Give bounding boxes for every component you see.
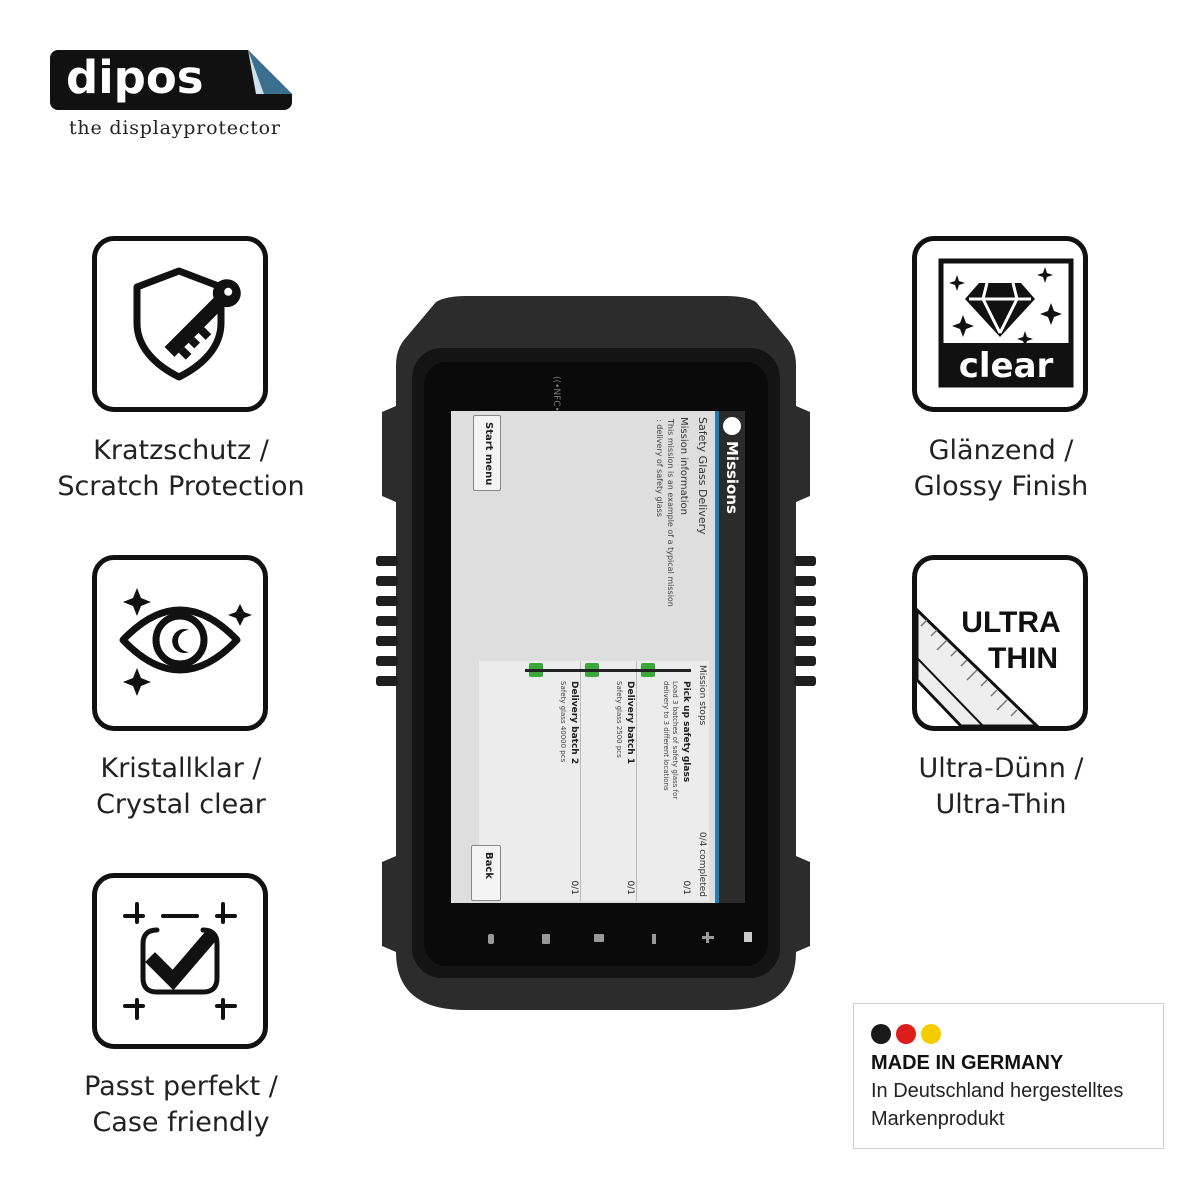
stop-title: Pick up safety glass bbox=[681, 681, 691, 783]
diamond-clear-icon: clear bbox=[938, 258, 1074, 388]
stop-count: 0/1 bbox=[681, 880, 691, 895]
stop-title: Delivery batch 2 bbox=[569, 681, 579, 765]
back-label: Back bbox=[483, 852, 494, 879]
scratch-protection-tile bbox=[92, 236, 268, 412]
flag-dot-black bbox=[871, 1024, 891, 1044]
brand-logo bbox=[50, 50, 292, 110]
fit-caption-line2: Case friendly bbox=[92, 1107, 270, 1138]
back-button[interactable]: Back bbox=[471, 845, 501, 901]
stop-item[interactable]: Delivery batch 2 0/1 Safety glass 40000 … bbox=[525, 661, 579, 901]
crystal-caption-line2: Crystal clear bbox=[96, 789, 266, 820]
stops-progress: 0/4 completed bbox=[697, 831, 707, 897]
stop-detail: Safety glass 40000 pcs bbox=[559, 681, 567, 763]
thin-caption-line2: Ultra-Thin bbox=[935, 789, 1067, 820]
app-title: Missions bbox=[723, 441, 741, 514]
flag-dot-red bbox=[896, 1024, 916, 1044]
shield-key-icon bbox=[133, 267, 241, 381]
ruler-icon: ULTRA THIN bbox=[917, 606, 1061, 726]
case-friendly-caption: Passt perfekt / Case friendly bbox=[21, 1069, 341, 1141]
stop-title: Delivery batch 1 bbox=[625, 681, 635, 765]
glossy-finish-tile: clear bbox=[912, 236, 1088, 412]
timeline-line bbox=[525, 669, 691, 672]
glossy-caption-line1: Glänzend / bbox=[928, 435, 1074, 466]
start-menu-button[interactable]: Start menu bbox=[473, 415, 501, 491]
ultra-thin-caption: Ultra-Dünn / Ultra-Thin bbox=[841, 751, 1161, 823]
flag-dot-gold bbox=[921, 1024, 941, 1044]
stop-detail: Safety glass 2500 pcs bbox=[615, 681, 623, 758]
crystal-clear-tile bbox=[92, 555, 268, 731]
brand-name: dipos bbox=[66, 51, 204, 104]
hardware-keys bbox=[488, 932, 752, 944]
nfc-label: ((•NFC•)) bbox=[551, 376, 561, 419]
fit-caption-line1: Passt perfekt / bbox=[84, 1071, 278, 1102]
info-text-1: This mission is an example of a typical … bbox=[666, 419, 675, 607]
device-screen: Missions Safety Glass Delivery Mission i… bbox=[451, 411, 745, 903]
stops-heading: Mission stops bbox=[697, 665, 707, 726]
clear-badge-text: clear bbox=[959, 346, 1054, 386]
scratch-protection-caption: Kratzschutz / Scratch Protection bbox=[21, 433, 341, 505]
stop-count: 0/1 bbox=[625, 880, 635, 895]
glossy-caption-line2: Glossy Finish bbox=[913, 471, 1089, 502]
stop-count: 0/1 bbox=[569, 880, 579, 895]
title-accent-bar bbox=[715, 411, 719, 903]
stop-detail-2: delivery to 3 different locations bbox=[662, 681, 670, 791]
crystal-caption-line1: Kristallklar / bbox=[100, 753, 262, 784]
scratch-caption-line1: Kratzschutz / bbox=[93, 435, 269, 466]
thin-caption-line1: Ultra-Dünn / bbox=[918, 753, 1084, 784]
brand-tagline: the displayprotector bbox=[69, 117, 281, 139]
eye-sparkle-icon bbox=[119, 588, 252, 696]
mission-name: Safety Glass Delivery bbox=[696, 417, 709, 535]
start-menu-label: Start menu bbox=[483, 422, 494, 486]
crystal-clear-caption: Kristallklar / Crystal clear bbox=[21, 751, 341, 823]
ultra-badge-text: ULTRA bbox=[961, 606, 1060, 639]
app-logo-icon bbox=[723, 417, 741, 435]
info-heading: Mission information bbox=[678, 417, 689, 515]
made-in-germany-line1: In Deutschland hergestelltes bbox=[871, 1080, 1124, 1102]
stop-item[interactable]: Delivery batch 1 0/1 Safety glass 2500 p… bbox=[580, 661, 635, 901]
made-in-germany-badge: MADE IN GERMANY In Deutschland hergestel… bbox=[853, 1003, 1164, 1149]
info-text-2: : delivery of safety glass bbox=[655, 419, 664, 517]
frame-check-icon bbox=[123, 902, 237, 1020]
ultra-thin-tile: ULTRA THIN bbox=[912, 555, 1088, 731]
case-friendly-tile bbox=[92, 873, 268, 1049]
stop-item[interactable]: Pick up safety glass 0/1 Load 3 batches … bbox=[636, 661, 691, 901]
screen-title-bar: Missions bbox=[719, 411, 745, 903]
scratch-caption-line2: Scratch Protection bbox=[57, 471, 305, 502]
made-in-germany-title: MADE IN GERMANY bbox=[871, 1052, 1064, 1074]
glossy-finish-caption: Glänzend / Glossy Finish bbox=[841, 433, 1161, 505]
mission-stops-panel: Mission stops 0/4 completed Pick up safe… bbox=[479, 661, 709, 901]
thin-badge-text: THIN bbox=[988, 642, 1058, 675]
stop-detail: Load 3 batches of safety glass for bbox=[671, 681, 679, 800]
made-in-germany-line2: Markenprodukt bbox=[871, 1108, 1005, 1130]
